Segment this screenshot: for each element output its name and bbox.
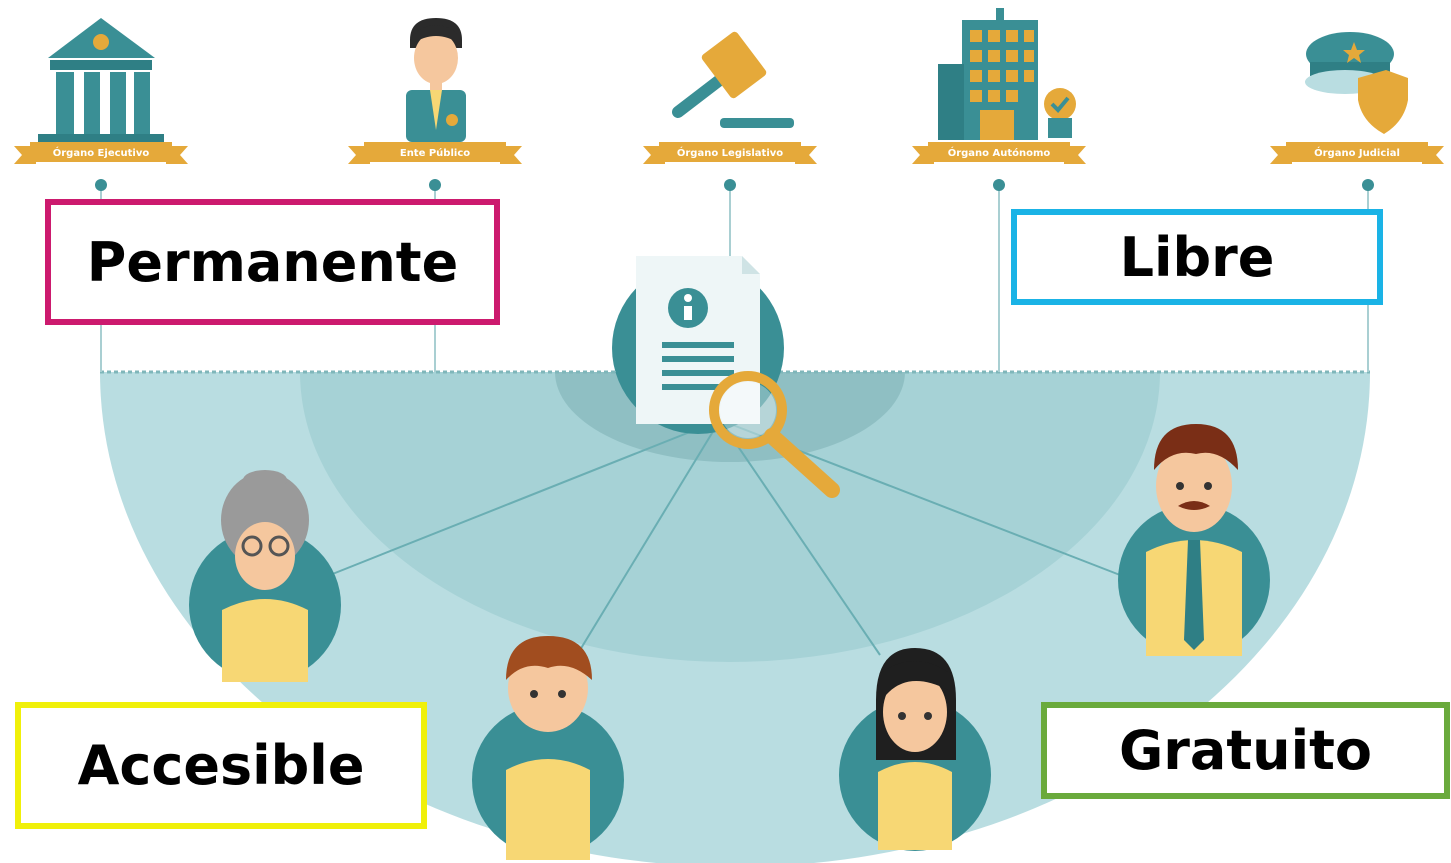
ribbon-label-3: Órgano Legislativo xyxy=(677,146,783,159)
gavel-icon xyxy=(672,31,794,128)
woman-icon xyxy=(839,648,991,851)
ribbon-label-1: Órgano Ejecutivo xyxy=(53,146,150,159)
mustached-man-icon xyxy=(1118,424,1270,656)
ribbon-2 xyxy=(348,142,522,164)
permanente-label: Permanente xyxy=(45,199,500,325)
accesible-text: Accesible xyxy=(77,734,365,797)
ribbon-label-4: Órgano Autónomo xyxy=(948,146,1051,159)
police-cap-shield-icon xyxy=(1305,32,1408,134)
ribbon-5 xyxy=(1270,142,1444,164)
connector-dots xyxy=(95,179,1374,191)
public-official-icon xyxy=(406,18,466,142)
permanente-text: Permanente xyxy=(86,230,459,294)
ribbon-4 xyxy=(912,142,1086,164)
libre-text: Libre xyxy=(1119,225,1275,289)
young-man-icon xyxy=(472,636,624,860)
libre-label: Libre xyxy=(1011,209,1383,305)
gratuito-label: Gratuito xyxy=(1041,702,1450,799)
information-document-magnifier-icon xyxy=(612,256,840,498)
office-building-icon xyxy=(938,8,1076,140)
ribbon-label-2: Ente Público xyxy=(400,147,470,159)
gratuito-text: Gratuito xyxy=(1118,719,1373,782)
ribbon-label-5: Órgano Judicial xyxy=(1314,146,1400,159)
ribbon-1 xyxy=(14,142,188,164)
elderly-woman-icon xyxy=(189,470,341,682)
ribbons xyxy=(14,142,1444,164)
ribbon-labels: Órgano Ejecutivo Ente Público Órgano Leg… xyxy=(53,146,1400,159)
accesible-label: Accesible xyxy=(15,702,427,829)
ribbon-3 xyxy=(643,142,817,164)
government-building-icon xyxy=(38,18,164,144)
